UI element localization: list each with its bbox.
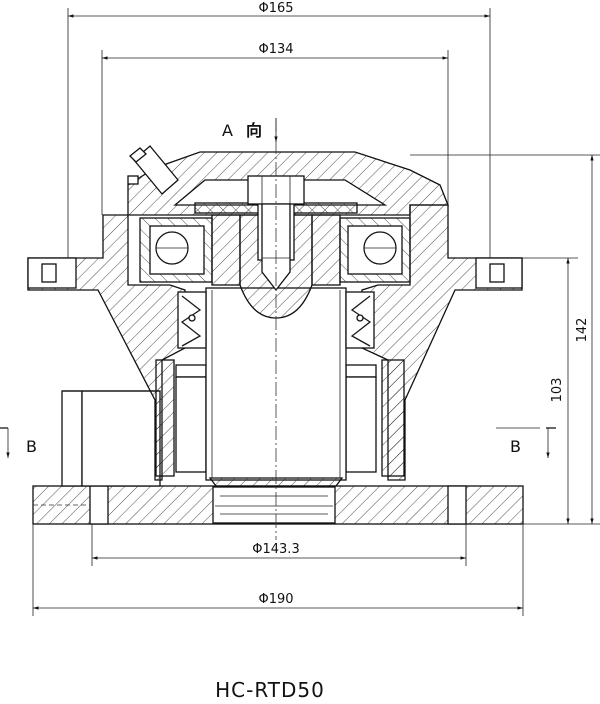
label-d165: Φ165 [258, 1, 293, 16]
section-b-left: B [0, 427, 37, 458]
side-block [61, 390, 161, 487]
dimension-h103 [522, 257, 578, 524]
view-a-letter: A [222, 121, 233, 140]
label-d134: Φ134 [258, 42, 293, 57]
section-b-right: B [496, 427, 556, 458]
central-hub [239, 175, 313, 319]
section-b-left-letter: B [26, 437, 37, 456]
seal-right [345, 291, 375, 349]
dimension-d143 [91, 524, 467, 566]
label-d190: Φ190 [258, 592, 293, 607]
label-h103: 103 [550, 378, 565, 403]
seal-left [177, 291, 207, 349]
dimension-d165 [67, 8, 491, 258]
section-b-right-letter: B [510, 437, 521, 456]
dimension-d134 [101, 50, 449, 215]
label-d143: Φ143.3 [252, 542, 299, 557]
dimension-h142 [410, 154, 600, 525]
label-h142: 142 [575, 318, 590, 343]
base-plate [32, 485, 524, 525]
bearing-left [139, 214, 241, 286]
bearing-right [311, 214, 411, 286]
dimension-d190 [32, 524, 524, 616]
grease-nipple [127, 145, 179, 195]
view-a-direction: 向 [246, 121, 262, 140]
view-a-indicator: A 向 [222, 118, 278, 142]
model-name: HC-RTD50 [215, 678, 325, 702]
